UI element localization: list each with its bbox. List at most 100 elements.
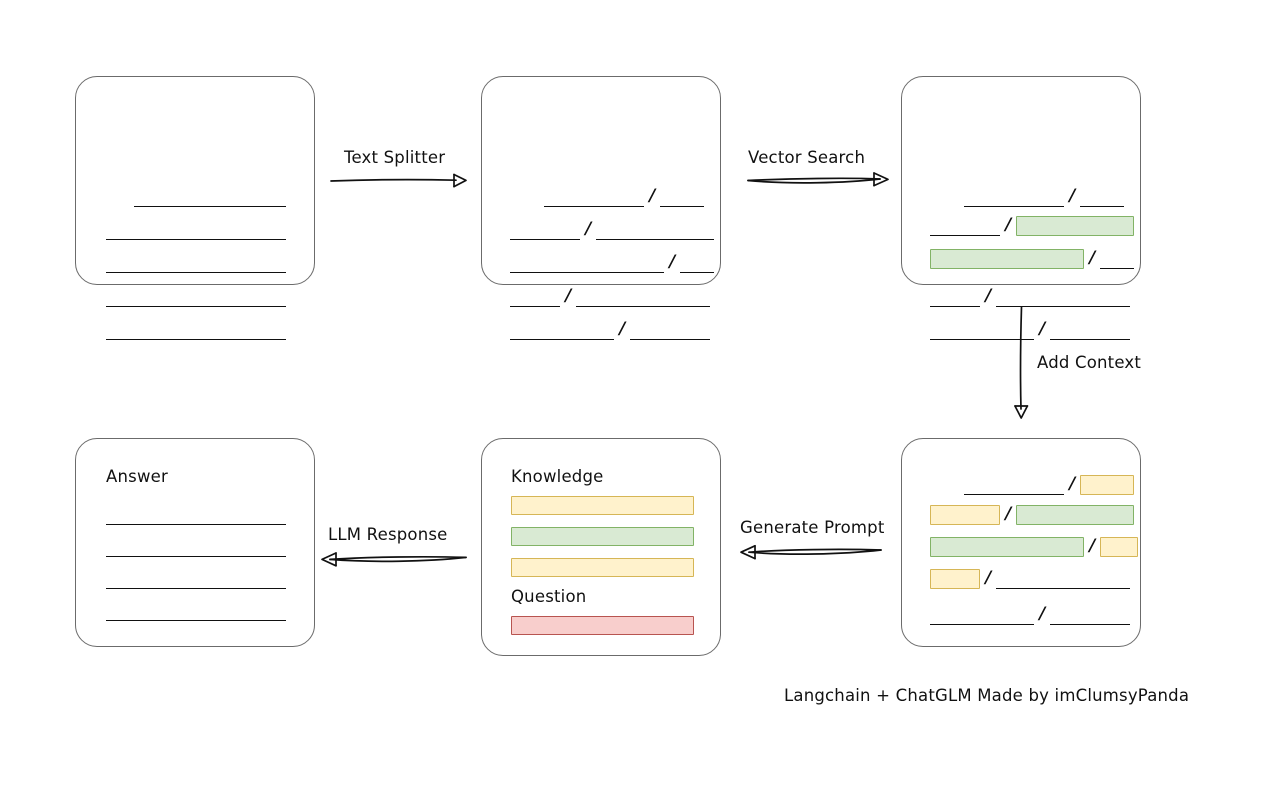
text-rule	[1080, 194, 1125, 207]
text-rule	[510, 227, 580, 240]
card-vector-matched-chunks[interactable]: / / / / /	[901, 76, 1141, 340]
context-added-rows: / / / / /	[902, 439, 1140, 646]
highlight-chunk-green	[1016, 216, 1135, 236]
split-slash: /	[1089, 536, 1096, 556]
split-slash: /	[565, 286, 572, 306]
text-rule	[680, 260, 715, 273]
arrow-label-llm-response: LLM Response	[328, 525, 448, 544]
text-rule	[964, 482, 1064, 495]
text-line	[76, 253, 314, 273]
text-line	[76, 287, 314, 307]
knowledge-bar-yellow-2	[511, 558, 694, 577]
split-slash: /	[585, 219, 592, 239]
text-line: /	[544, 186, 705, 207]
knowledge-bar-green	[511, 527, 694, 546]
arrow-llm-response	[321, 552, 467, 567]
arrow-text-splitter	[330, 173, 467, 188]
split-slash: /	[1039, 604, 1046, 624]
text-rule	[106, 327, 286, 340]
text-rule	[964, 194, 1064, 207]
highlight-chunk-green	[930, 249, 1084, 269]
text-rule	[1050, 327, 1131, 340]
split-slash: /	[669, 252, 676, 272]
text-rule	[106, 260, 286, 273]
text-line	[76, 505, 314, 525]
text-rule	[544, 194, 644, 207]
text-line: /	[930, 604, 1131, 625]
card-split-chunks[interactable]: / / / / /	[481, 76, 721, 340]
arrow-add-context	[1014, 306, 1029, 419]
split-chunks-rows: / / / / /	[482, 77, 720, 340]
text-rule	[996, 576, 1131, 589]
highlight-chunk-yellow	[1100, 537, 1139, 557]
text-line: /	[510, 219, 715, 240]
text-rule	[106, 512, 286, 525]
text-line	[76, 220, 314, 240]
question-bar-red	[511, 616, 694, 635]
text-rule	[106, 608, 286, 621]
answer-label: Answer	[106, 467, 168, 486]
text-rule	[660, 194, 705, 207]
split-slash: /	[985, 286, 992, 306]
text-line	[76, 537, 314, 557]
text-rule	[106, 294, 286, 307]
split-slash: /	[1069, 186, 1076, 206]
arrow-label-vector-search: Vector Search	[748, 148, 866, 167]
split-slash: /	[649, 186, 656, 206]
arrow-generate-prompt	[740, 544, 882, 560]
arrow-label-generate-prompt: Generate Prompt	[740, 518, 885, 537]
text-line: /	[930, 215, 1135, 236]
arrow-label-add-context: Add Context	[1037, 353, 1142, 372]
card-source-document[interactable]	[75, 76, 315, 340]
text-rule	[106, 227, 286, 240]
card-answer[interactable]: Answer	[75, 438, 315, 647]
knowledge-bar-yellow-1	[511, 496, 694, 515]
text-line: /	[930, 319, 1131, 340]
text-line	[76, 187, 314, 207]
split-slash: /	[1005, 504, 1012, 524]
text-rule	[630, 327, 711, 340]
split-slash: /	[1069, 474, 1076, 494]
text-rule	[106, 544, 286, 557]
highlight-chunk-yellow	[930, 569, 980, 589]
split-slash: /	[1005, 215, 1012, 235]
text-line: /	[930, 248, 1135, 269]
text-line: /	[510, 286, 711, 307]
card-context-added-chunks[interactable]: / / / / /	[901, 438, 1141, 647]
text-rule	[106, 576, 286, 589]
text-rule	[930, 327, 1034, 340]
text-rule	[1050, 612, 1131, 625]
highlight-chunk-green	[1016, 505, 1135, 525]
text-rule	[996, 294, 1131, 307]
text-rule	[930, 612, 1034, 625]
text-rule	[930, 294, 980, 307]
text-rule	[510, 260, 664, 273]
question-label: Question	[511, 587, 587, 606]
text-rule	[576, 294, 711, 307]
text-line: /	[930, 536, 1139, 557]
vector-matched-rows: / / / / /	[902, 77, 1140, 340]
arrow-label-text-splitter: Text Splitter	[344, 148, 446, 167]
text-line	[76, 569, 314, 589]
split-slash: /	[1089, 248, 1096, 268]
highlight-chunk-green	[930, 537, 1084, 557]
text-rule	[510, 327, 614, 340]
text-line: /	[930, 504, 1135, 525]
text-line: /	[964, 474, 1135, 495]
text-line: /	[930, 286, 1131, 307]
text-line: /	[510, 252, 715, 273]
text-rule	[134, 194, 286, 207]
text-rule	[510, 294, 560, 307]
answer-rows	[76, 439, 314, 646]
text-rule	[930, 223, 1000, 236]
split-slash: /	[985, 568, 992, 588]
text-line: /	[930, 568, 1131, 589]
split-slash: /	[619, 319, 626, 339]
text-line	[76, 601, 314, 621]
text-line	[76, 320, 314, 340]
text-rule	[596, 227, 715, 240]
split-slash: /	[1039, 319, 1046, 339]
arrow-vector-search	[747, 172, 889, 187]
card-prompt[interactable]: Knowledge Question	[481, 438, 721, 656]
